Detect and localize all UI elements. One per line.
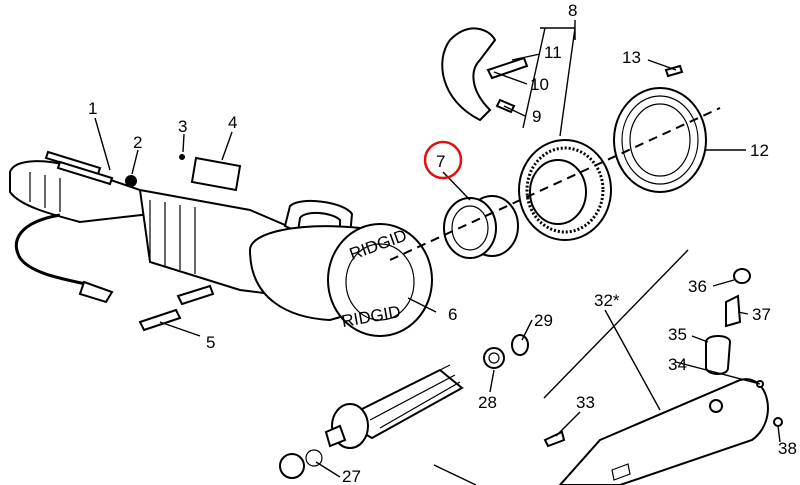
part-12-cover-plate bbox=[613, 87, 707, 193]
callout-13: 13 bbox=[622, 48, 641, 67]
callout-36: 36 bbox=[688, 277, 707, 296]
small-parts-left bbox=[44, 150, 242, 332]
callout-8: 8 bbox=[568, 1, 577, 20]
callout-34: 34 bbox=[668, 355, 687, 374]
part-7-ring bbox=[443, 195, 519, 259]
callout-7: 7 bbox=[436, 152, 445, 171]
callout-1: 1 bbox=[88, 99, 97, 118]
callout-27: 27 bbox=[342, 467, 361, 485]
callout-33: 33 bbox=[576, 393, 595, 412]
callout-9: 9 bbox=[532, 107, 541, 126]
part-8-gear-ring bbox=[518, 139, 612, 241]
armature bbox=[279, 334, 529, 479]
assembly-axis bbox=[389, 107, 721, 261]
callout-6: 6 bbox=[448, 305, 457, 324]
callout-labels: 1 2 3 4 5 6 7 8 9 10 11 12 13 27 28 29 3… bbox=[88, 1, 797, 485]
callout-35: 35 bbox=[668, 325, 687, 344]
callout-3: 3 bbox=[178, 117, 187, 136]
callout-29: 29 bbox=[534, 311, 553, 330]
drive-housing: RIDGID RIDGID bbox=[9, 160, 433, 337]
motor-assembly bbox=[543, 268, 783, 485]
callout-32: 32* bbox=[594, 291, 620, 310]
callout-4: 4 bbox=[228, 113, 237, 132]
callout-5: 5 bbox=[206, 333, 215, 352]
callout-37: 37 bbox=[752, 305, 771, 324]
leader-lines bbox=[94, 20, 781, 485]
highlight-circle bbox=[423, 140, 463, 180]
callout-38: 38 bbox=[778, 439, 797, 458]
callout-10: 10 bbox=[530, 75, 549, 94]
callout-11: 11 bbox=[544, 43, 562, 62]
callout-2: 2 bbox=[133, 133, 142, 152]
callout-12: 12 bbox=[750, 141, 769, 160]
callout-28: 28 bbox=[478, 393, 497, 412]
